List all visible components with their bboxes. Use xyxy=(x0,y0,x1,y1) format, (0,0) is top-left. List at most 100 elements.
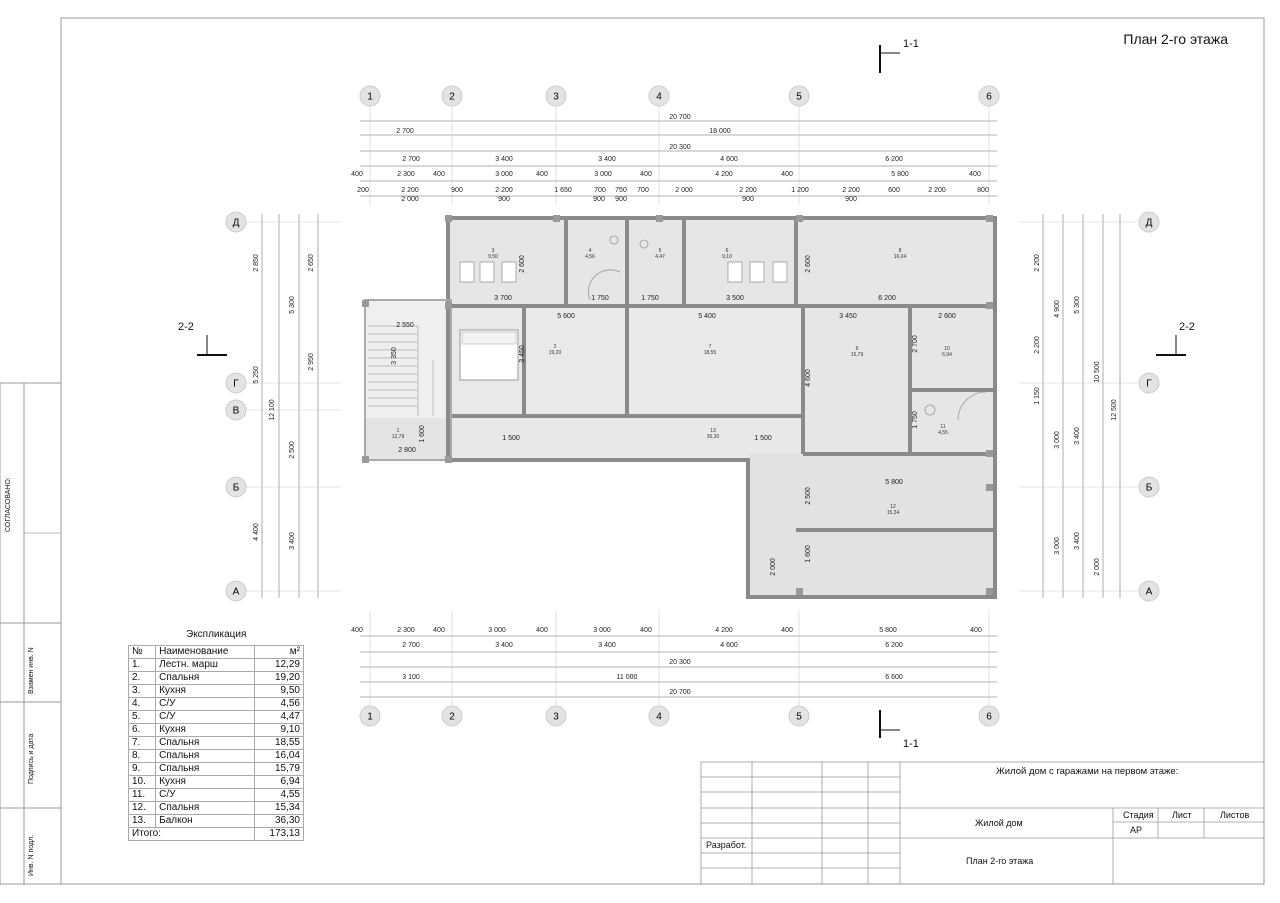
room-area: 15,34 xyxy=(887,510,900,516)
dim-top-row5-1: 2 200 xyxy=(401,187,419,194)
explication-cell-no: 6. xyxy=(127,723,157,737)
side-dimensions: 2 850 5 250 4 400 12 100 5 300 2 500 3 4… xyxy=(253,254,1118,576)
explication-cell-name: Балкон xyxy=(155,814,256,828)
dim-top-total-0: 20 700 xyxy=(669,114,691,121)
axis-marker-left-2: В xyxy=(225,399,247,421)
svg-text:2 200: 2 200 xyxy=(1034,254,1041,272)
svg-text:Г: Г xyxy=(233,379,239,390)
room-area: 36,30 xyxy=(707,434,720,440)
axis-marker-top-6: 6 xyxy=(978,85,1000,107)
axis-marker-top-1: 1 xyxy=(359,85,381,107)
dim-bot-row1-6: 400 xyxy=(640,627,652,634)
room-number: 2 xyxy=(554,344,557,350)
dim-top-row5-13: 2 200 xyxy=(928,187,946,194)
dim-top-row4-10: 400 xyxy=(969,171,981,178)
svg-text:5 300: 5 300 xyxy=(289,296,296,314)
explication-cell-no: 4. xyxy=(127,697,157,711)
svg-text:4: 4 xyxy=(656,712,662,723)
room-area: 12,79 xyxy=(392,434,405,440)
svg-text:1 600: 1 600 xyxy=(419,425,426,443)
section-label-right: 2-2 xyxy=(1179,321,1195,333)
svg-text:1: 1 xyxy=(367,92,373,103)
room-number: 8 xyxy=(899,248,902,254)
axis-marker-right-0: Д xyxy=(1138,211,1160,233)
svg-text:4 900: 4 900 xyxy=(1054,300,1061,318)
svg-text:3 400: 3 400 xyxy=(289,532,296,550)
room-number: 13 xyxy=(710,428,716,434)
room-area: 18,55 xyxy=(704,350,717,356)
dim-top-row5-4: 1 650 xyxy=(554,187,572,194)
side-label-agreed: СОГЛАСОВАНО: xyxy=(5,477,12,532)
explication-cell-no: 13. xyxy=(127,814,157,828)
stamp-object: Жилой дом xyxy=(975,818,1023,828)
svg-text:1: 1 xyxy=(367,712,373,723)
room-number: 7 xyxy=(709,344,712,350)
svg-text:3 400: 3 400 xyxy=(1074,427,1081,445)
dim-top-row5-14: 800 xyxy=(977,187,989,194)
dim-top-row2-0: 2 700 xyxy=(396,128,414,135)
svg-text:Г: Г xyxy=(1146,379,1152,390)
axis-marker-top-2: 2 xyxy=(441,85,463,107)
explication-cell-area: 9,50 xyxy=(254,684,304,698)
col-area: м² xyxy=(254,645,304,659)
dim-top-row5-9: 2 200 xyxy=(739,187,757,194)
explication-cell-area: 4,47 xyxy=(254,710,304,724)
room-area: 16,04 xyxy=(894,254,907,260)
explication-cell-name: Спальня xyxy=(155,671,256,685)
svg-text:3 350: 3 350 xyxy=(391,347,398,365)
room-area: 9,50 xyxy=(488,254,498,260)
room-labels: 112,79219,2039,5044,5654,4769,10718,5581… xyxy=(392,248,952,516)
svg-text:2 550: 2 550 xyxy=(396,322,414,329)
room-number: 5 xyxy=(659,248,662,254)
room-number: 1 xyxy=(397,428,400,434)
explication-cell-area: 4,56 xyxy=(254,697,304,711)
axis-marker-left-0: Д xyxy=(225,211,247,233)
svg-text:3: 3 xyxy=(553,712,559,723)
dim-top-row4-1: 2 300 xyxy=(397,171,415,178)
axis-marker-top-3: 3 xyxy=(545,85,567,107)
dim-bot-total-0: 20 300 xyxy=(669,659,691,666)
dim-bot-row1-7: 4 200 xyxy=(715,627,733,634)
dim-bot-row2-3: 4 600 xyxy=(720,642,738,649)
dim-top-total2-0: 20 300 xyxy=(669,144,691,151)
svg-text:5 300: 5 300 xyxy=(1074,296,1081,314)
svg-text:6: 6 xyxy=(986,712,992,723)
side-label-replace-inv: Взамен инв. N xyxy=(28,647,35,694)
dim-top-row3-0: 2 700 xyxy=(402,156,420,163)
svg-text:12 500: 12 500 xyxy=(1111,399,1118,421)
col-name: Наименование xyxy=(155,645,256,659)
svg-text:5: 5 xyxy=(796,712,802,723)
svg-text:3: 3 xyxy=(553,92,559,103)
svg-text:2 500: 2 500 xyxy=(805,487,812,505)
svg-text:3 400: 3 400 xyxy=(1074,532,1081,550)
explication-title: Экспликация xyxy=(186,629,247,640)
dim-top-row4-4: 400 xyxy=(536,171,548,178)
svg-text:6: 6 xyxy=(986,92,992,103)
axis-lines xyxy=(246,105,1140,706)
explication-cell-area: 19,20 xyxy=(254,671,304,685)
svg-text:3 000: 3 000 xyxy=(1054,537,1061,555)
explication-cell-no: 11. xyxy=(127,788,157,802)
explication-cell-area: 18,55 xyxy=(254,736,304,750)
axis-marker-bottom-2: 2 xyxy=(441,705,463,727)
explication-cell-area: 36,30 xyxy=(254,814,304,828)
dim-top-row5-7: 700 xyxy=(637,187,649,194)
dim-top-row5-11: 2 200 xyxy=(842,187,860,194)
stamp-sheet-label: Лист xyxy=(1172,810,1192,820)
axis-marker-left-3: Б xyxy=(225,476,247,498)
explication-cell-area: 9,10 xyxy=(254,723,304,737)
explication-cell-name: Спальня xyxy=(155,762,256,776)
dim-top-row4-5: 3 000 xyxy=(594,171,612,178)
stamp-developer-label: Разработ. xyxy=(706,840,747,850)
dim-top-row4-6: 400 xyxy=(640,171,652,178)
room-number: 10 xyxy=(944,346,950,352)
dim-bot-row1-8: 400 xyxy=(781,627,793,634)
axis-marker-bottom-3: 3 xyxy=(545,705,567,727)
axis-marker-bottom-6: 6 xyxy=(978,705,1000,727)
svg-text:2 850: 2 850 xyxy=(253,254,260,272)
